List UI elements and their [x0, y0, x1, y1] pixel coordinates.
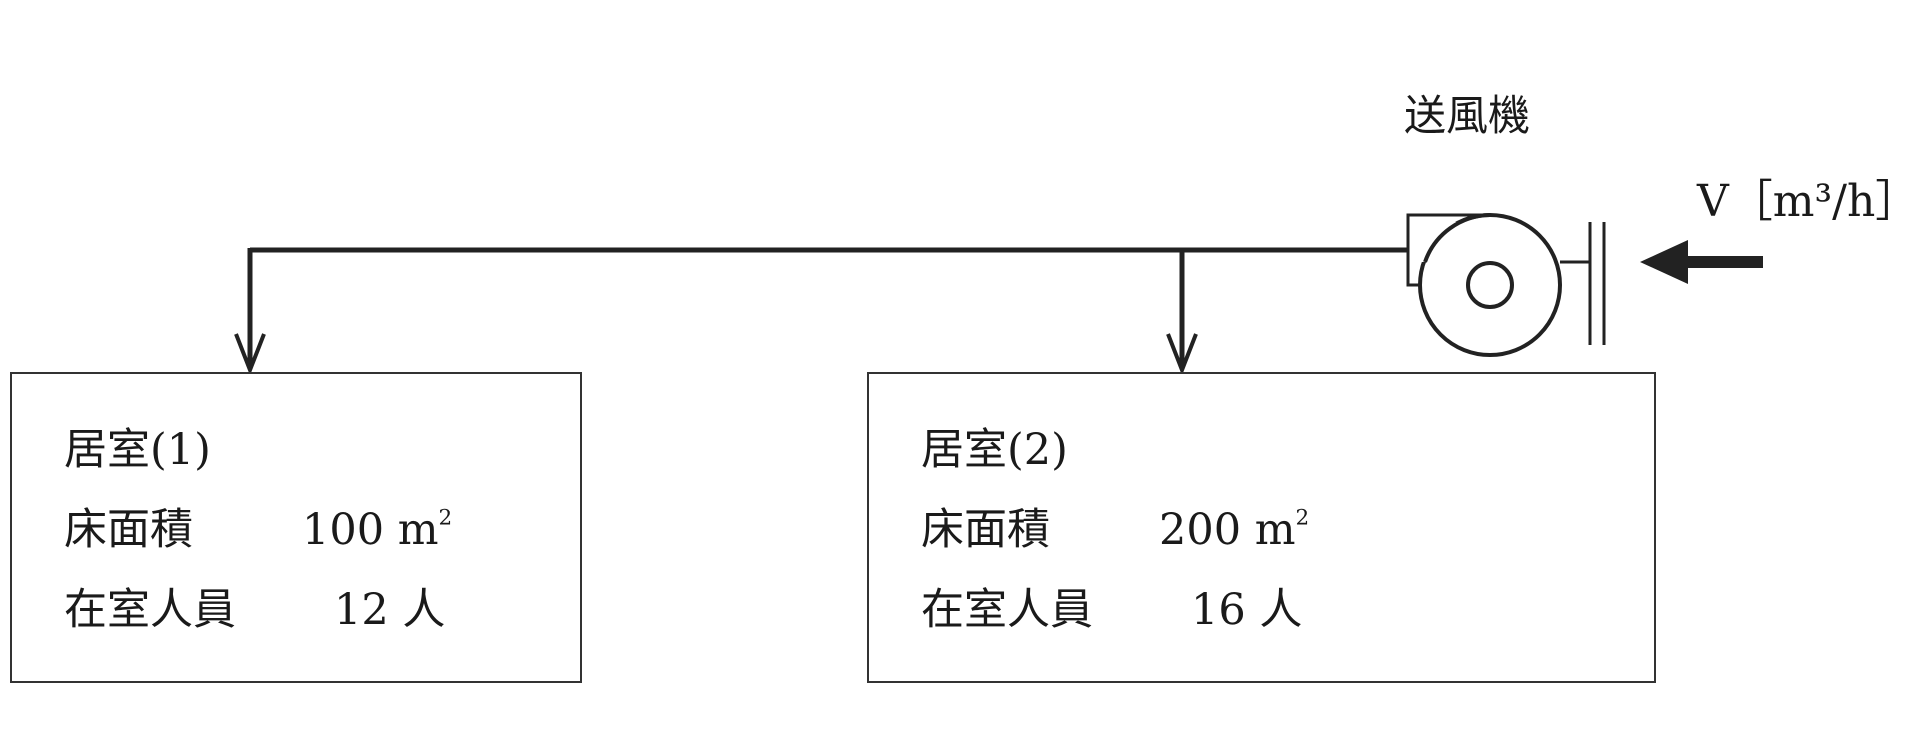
- arrow-down-icon: [234, 333, 266, 376]
- floor-area-row: 床面積 100 m2: [64, 507, 452, 552]
- fan-icon: [1406, 213, 1606, 357]
- room-1-box: 居室(1) 床面積 100 m2 在室人員 12 人: [10, 372, 582, 683]
- occupants-label: 在室人員: [64, 585, 236, 635]
- occupants-row: 在室人員 12 人: [64, 589, 445, 632]
- area-unit-exponent: 2: [1295, 505, 1310, 531]
- floor-area-row: 床面積 200 m2: [921, 507, 1309, 552]
- occupants-label: 在室人員: [921, 585, 1093, 635]
- floor-area-label: 床面積: [921, 505, 1050, 555]
- arrow-down-icon: [1166, 333, 1198, 376]
- room-name: 居室(1): [64, 425, 211, 475]
- intake-arrow-icon: [1640, 240, 1763, 284]
- floor-area-value: 100 m2: [302, 505, 453, 555]
- occupants-value: 16 人: [1191, 585, 1303, 635]
- occupants-value: 12 人: [334, 585, 446, 635]
- fan-label: 送風機: [1404, 91, 1531, 140]
- airflow-label: V［m³/h］: [1697, 176, 1920, 227]
- occupants-row: 在室人員 16 人: [921, 589, 1302, 632]
- room-2-box: 居室(2) 床面積 200 m2 在室人員 16 人: [867, 372, 1656, 683]
- room-name: 居室(2): [921, 425, 1068, 475]
- area-unit-exponent: 2: [438, 505, 453, 531]
- floor-area-value: 200 m2: [1159, 505, 1310, 555]
- floor-area-label: 床面積: [64, 505, 193, 555]
